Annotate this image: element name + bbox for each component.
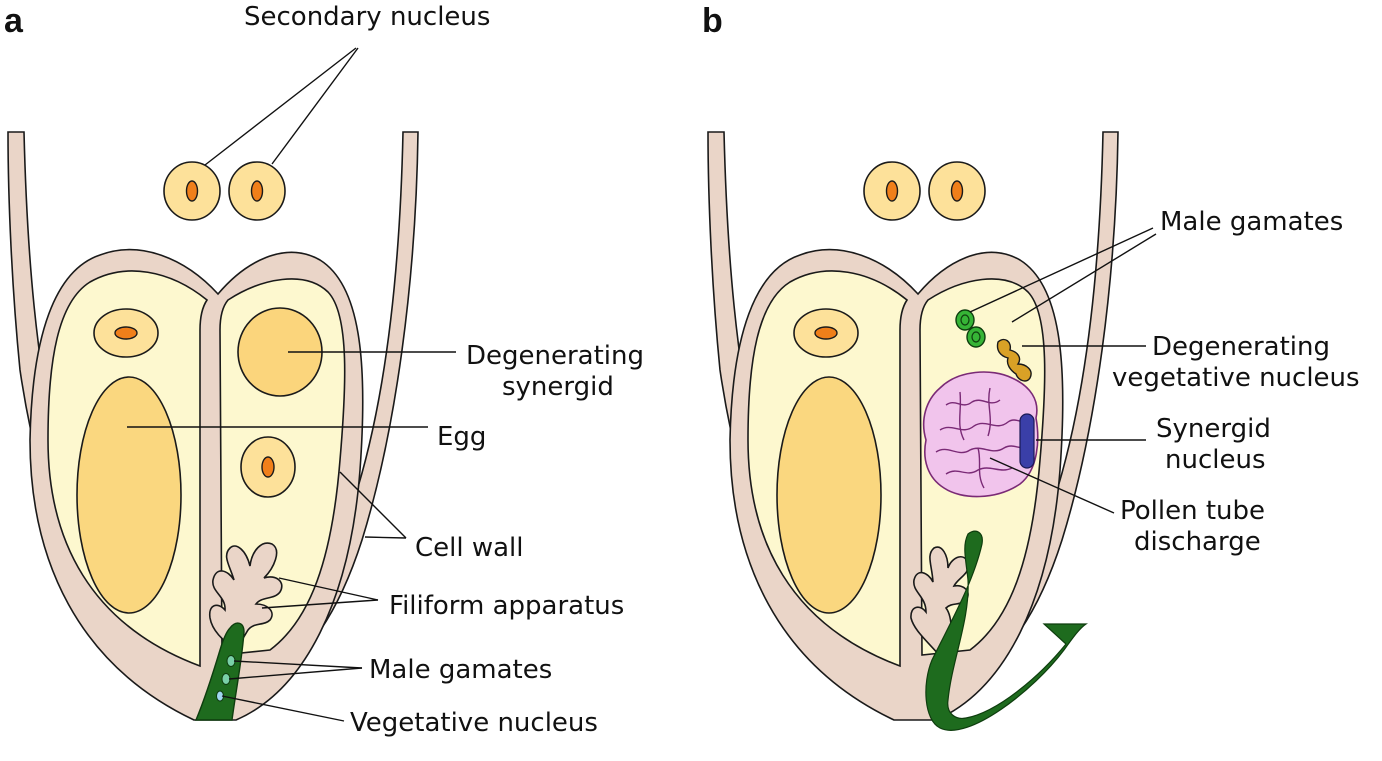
label-cell-wall: Cell wall <box>415 533 524 563</box>
label-synergid-nucleus-line2: nucleus <box>1165 445 1266 475</box>
label-secondary-nucleus: Secondary nucleus <box>244 2 490 32</box>
label-synergid-nucleus-line1: Synergid <box>1156 414 1271 444</box>
label-degenerating-synergid-line1: Degenerating <box>466 341 644 371</box>
label-pollen-tube-discharge-line2: discharge <box>1134 527 1261 557</box>
panel-b: b Male gamates Degenerating vegetative n… <box>702 2 1360 731</box>
label-degenerating-synergid-line2: synergid <box>502 372 614 402</box>
degenerating-vegetative-nucleus <box>996 338 1032 382</box>
filiform-apparatus-a <box>208 542 283 652</box>
panel-label-b: b <box>702 2 723 40</box>
synergid-nucleus <box>1019 413 1035 469</box>
panel-a: a Secondary nucleus Degenerating synergi… <box>4 2 644 738</box>
label-degenerating-vegetative-nucleus-line2: vegetative nucleus <box>1112 363 1360 393</box>
secondary-nuclei-b <box>863 161 986 221</box>
label-egg: Egg <box>437 422 486 452</box>
label-male-gamates-b: Male gamates <box>1160 207 1343 237</box>
label-male-gamates-a: Male gamates <box>369 655 552 685</box>
panel-label-a: a <box>4 2 24 40</box>
pollen-tube-a <box>194 622 245 721</box>
label-vegetative-nucleus: Vegetative nucleus <box>350 708 598 738</box>
label-degenerating-vegetative-nucleus-line1: Degenerating <box>1152 332 1330 362</box>
pollen-tube-b <box>925 530 1088 731</box>
label-pollen-tube-discharge-line1: Pollen tube <box>1120 496 1265 526</box>
secondary-nuclei-a <box>163 161 286 221</box>
label-filiform-apparatus: Filiform apparatus <box>389 591 624 621</box>
